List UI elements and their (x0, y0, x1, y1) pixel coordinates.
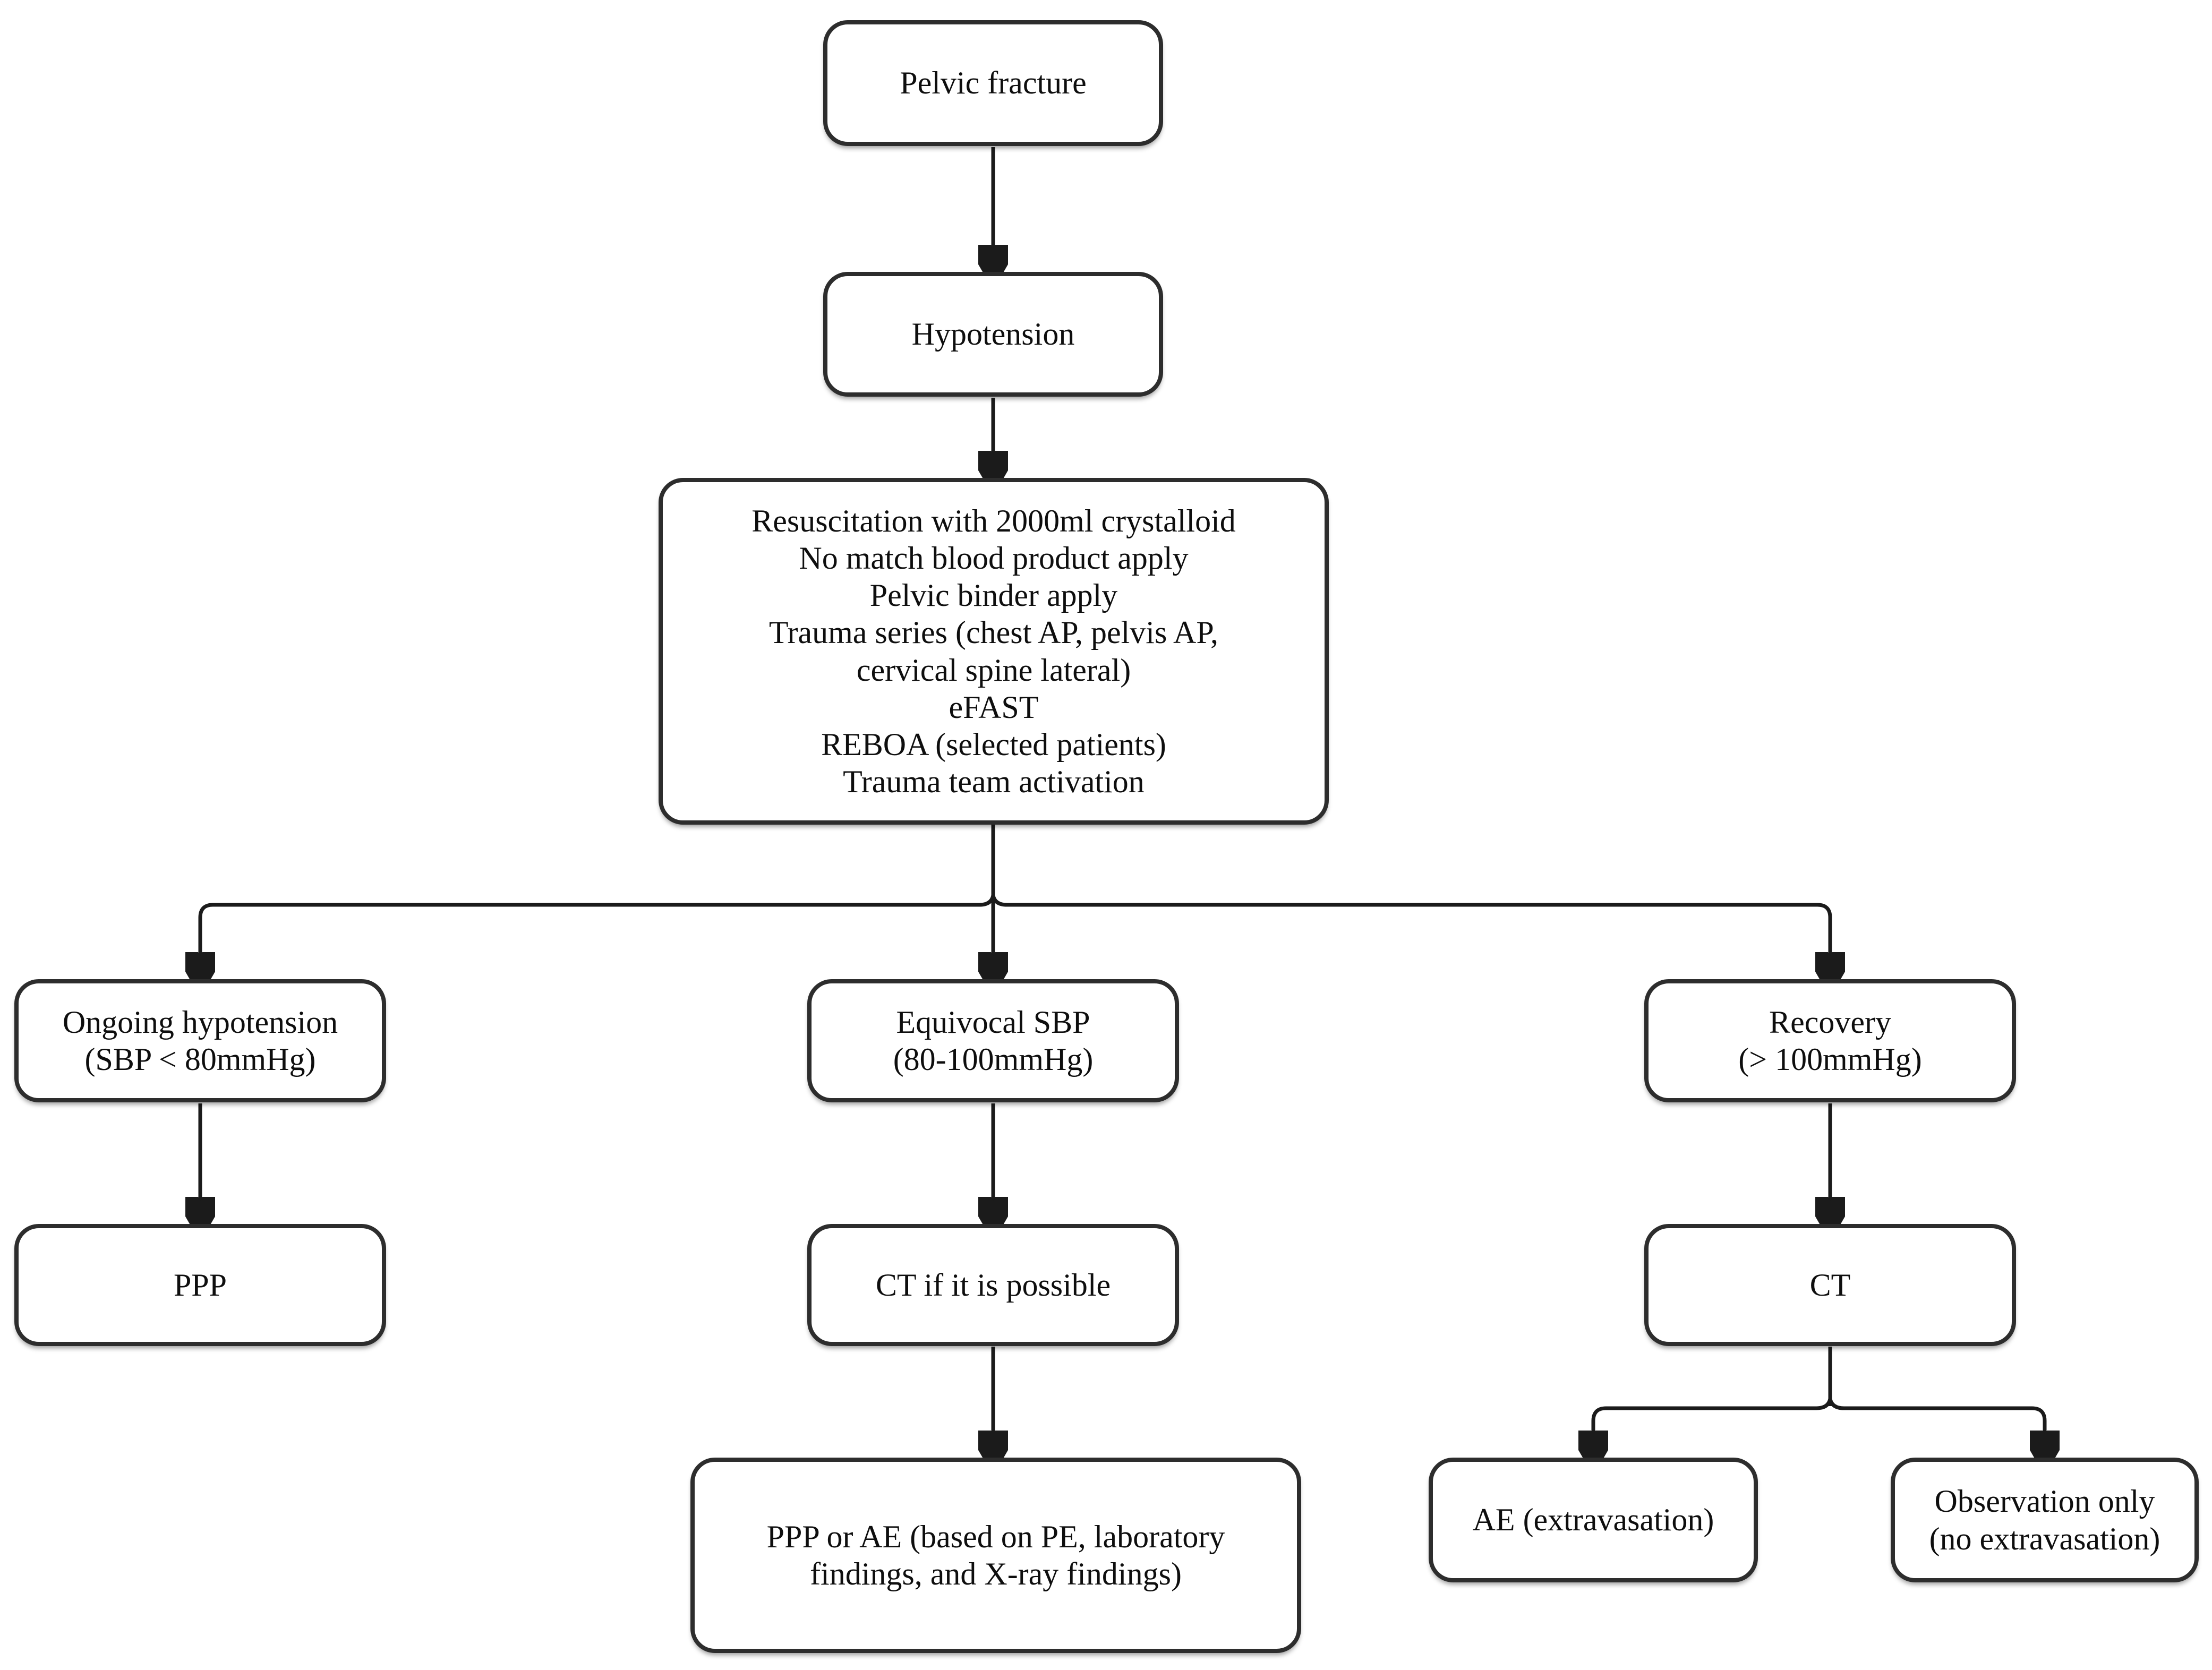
node-ppp-or-ae-label: PPP or AE (based on PE, laboratory findi… (766, 1519, 1225, 1591)
node-ppp-or-ae: PPP or AE (based on PE, laboratory findi… (690, 1458, 1301, 1653)
node-pelvic-fracture: Pelvic fracture (823, 20, 1163, 146)
node-ae-label: AE (extravasation) (1472, 1502, 1714, 1538)
node-recovery-label: Recovery (> 100mmHg) (1738, 1004, 1922, 1077)
node-recovery: Recovery (> 100mmHg) (1644, 979, 2016, 1102)
node-observation: Observation only (no extravasation) (1891, 1458, 2199, 1582)
node-ct-if-possible: CT if it is possible (807, 1224, 1179, 1346)
node-ppp-label: PPP (173, 1267, 227, 1303)
node-ae: AE (extravasation) (1429, 1458, 1758, 1582)
node-equivocal-sbp: Equivocal SBP (80-100mmHg) (807, 979, 1179, 1102)
node-resuscitation: Resuscitation with 2000ml crystalloid No… (659, 478, 1329, 825)
node-ct-label: CT (1809, 1267, 1851, 1303)
node-hypotension-label: Hypotension (911, 316, 1075, 352)
node-ongoing-hypotension-label: Ongoing hypotension (SBP < 80mmHg) (62, 1004, 338, 1077)
node-hypotension: Hypotension (823, 272, 1163, 397)
node-ongoing-hypotension: Ongoing hypotension (SBP < 80mmHg) (14, 979, 386, 1102)
arrow-resuscitation-to-recovery (991, 895, 1830, 976)
node-observation-label: Observation only (no extravasation) (1929, 1484, 2160, 1556)
node-ct-if-possible-label: CT if it is possible (875, 1267, 1111, 1303)
node-ct: CT (1644, 1224, 2016, 1346)
node-ppp: PPP (14, 1224, 386, 1346)
arrow-ct-to-ae (1593, 1398, 1832, 1454)
node-equivocal-sbp-label: Equivocal SBP (80-100mmHg) (893, 1004, 1094, 1077)
arrow-resuscitation-to-ongoing (200, 895, 995, 976)
node-pelvic-fracture-label: Pelvic fracture (900, 65, 1087, 101)
node-resuscitation-label: Resuscitation with 2000ml crystalloid No… (751, 503, 1236, 800)
arrow-ct-to-observation (1828, 1398, 2045, 1454)
